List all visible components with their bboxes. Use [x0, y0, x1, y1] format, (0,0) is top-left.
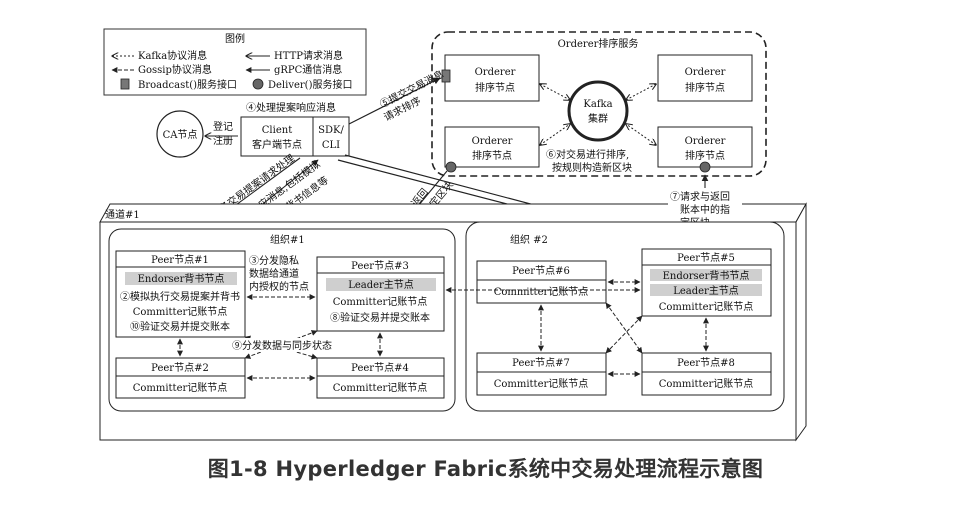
legend-deliver-label: Deliver()服务接口: [268, 78, 352, 91]
svg-text:Orderer: Orderer: [472, 136, 513, 147]
legend-grpc-label: gRPC通信消息: [274, 63, 342, 76]
step6-line1: ⑥对交易进行排序,: [546, 148, 629, 161]
client-node: Client 客户端节点 SDK/ CLI: [240, 116, 350, 157]
svg-text:CLI: CLI: [322, 140, 340, 151]
svg-text:Committer记账节点: Committer记账节点: [659, 378, 754, 390]
broadcast-interface-icon: [441, 69, 451, 83]
submit-transaction-arrow: [348, 77, 441, 125]
svg-text:排序节点: 排序节点: [685, 81, 725, 94]
endorser-role: Endorser背书节点: [663, 269, 750, 282]
svg-text:Orderer: Orderer: [685, 136, 726, 147]
peer-node-3: Peer节点#3 Leader主节点 Committer记账节点 ⑧验证交易并提…: [316, 256, 445, 332]
leader-role: Leader主节点: [673, 285, 739, 297]
peer-node-2: Peer节点#2 Committer记账节点: [115, 357, 246, 399]
svg-text:Peer节点#6: Peer节点#6: [512, 265, 570, 277]
kafka-link: [540, 84, 570, 100]
step4-label: ④处理提案响应消息: [246, 101, 336, 114]
peer-node-1: Peer节点#1 Endorser背书节点 ②模拟执行交易提案并背书 Commi…: [115, 250, 246, 338]
peer-node-7: Peer节点#7 Committer记账节点: [476, 352, 607, 396]
leader-role: Leader主节点: [348, 279, 414, 291]
svg-text:Client: Client: [262, 125, 292, 136]
svg-text:Committer记账节点: Committer记账节点: [133, 382, 228, 394]
legend-deliver-icon: [252, 78, 264, 90]
register-line1: 登记: [213, 120, 233, 133]
svg-text:Kafka: Kafka: [583, 99, 612, 110]
svg-text:Peer节点#5: Peer节点#5: [677, 252, 735, 264]
ca-node: CA节点: [156, 110, 204, 158]
orderer-node-bottom-right: Orderer 排序节点: [657, 126, 753, 173]
svg-text:Committer记账节点: Committer记账节点: [494, 378, 589, 390]
channel-label: 通道#1: [105, 208, 140, 221]
legend-http-label: HTTP请求消息: [274, 49, 343, 62]
orderer-node-top-right: Orderer 排序节点: [657, 54, 753, 102]
svg-text:Peer节点#3: Peer节点#3: [351, 260, 409, 272]
peer-node-4: Peer节点#4 Committer记账节点: [316, 357, 445, 399]
legend-gossip-label: Gossip协议消息: [138, 63, 212, 76]
deliver-interface-icon: [445, 161, 457, 173]
svg-text:Peer节点#1: Peer节点#1: [151, 254, 209, 266]
legend-broadcast-icon: [120, 78, 130, 90]
deliver-interface-icon: [699, 161, 711, 173]
step3-private-line3: 内授权的节点: [249, 280, 309, 293]
figure-caption: 图1-8 Hyperledger Fabric系统中交易处理流程示意图: [207, 457, 764, 481]
kafka-cluster: Kafka 集群: [567, 80, 629, 142]
step8-label: ⑧验证交易并提交账本: [330, 311, 430, 324]
step6-line2: 按规则构造新区块: [552, 161, 632, 174]
org1-label: 组织#1: [270, 233, 305, 246]
register-line2: 注册: [213, 134, 233, 147]
step3-private-line2: 数据给通道: [249, 267, 299, 280]
legend-title: 图例: [225, 32, 245, 45]
org-1: 组织#1 Peer节点#1 Endorser背书节点 ②模拟执行交易提案并背书 …: [108, 228, 456, 412]
peer-node-5: Peer节点#5 Endorser背书节点 Leader主节点 Committe…: [641, 248, 772, 317]
svg-text:Committer记账节点: Committer记账节点: [133, 306, 228, 318]
step9-label: ⑨分发数据与同步状态: [232, 339, 332, 352]
svg-text:Committer记账节点: Committer记账节点: [333, 296, 428, 308]
peer-node-8: Peer节点#8 Committer记账节点: [641, 352, 772, 396]
step7c-line1: ⑦请求与返回: [670, 190, 730, 203]
kafka-link: [626, 84, 656, 100]
orderer-node-bottom-left: Orderer 排序节点: [444, 126, 540, 173]
svg-text:Committer记账节点: Committer记账节点: [659, 301, 754, 313]
gossip-link: [605, 315, 643, 354]
svg-text:Committer记账节点: Committer记账节点: [333, 382, 428, 394]
step2-label: ②模拟执行交易提案并背书: [120, 290, 240, 303]
orderer-service-title: Orderer排序服务: [558, 37, 639, 50]
svg-text:客户端节点: 客户端节点: [252, 138, 302, 151]
svg-text:Orderer: Orderer: [685, 67, 726, 78]
svg-text:集群: 集群: [588, 112, 608, 125]
org-2: 组织 #2 Peer节点#5 Endorser背书节点 Leader主节点 Co…: [465, 221, 785, 412]
svg-text:排序节点: 排序节点: [472, 149, 512, 162]
sdk-cli-label: SDK/: [318, 125, 344, 136]
org2-label: 组织 #2: [510, 233, 548, 246]
svg-text:排序节点: 排序节点: [475, 81, 515, 94]
svg-text:排序节点: 排序节点: [685, 149, 725, 162]
svg-text:Peer节点#7: Peer节点#7: [512, 357, 570, 369]
svg-text:Peer节点#2: Peer节点#2: [151, 362, 209, 374]
svg-text:CA节点: CA节点: [163, 129, 198, 141]
peer-node-6: Peer节点#6 Committer记账节点: [476, 260, 607, 304]
step3-private-line1: ③分发隐私: [249, 254, 299, 267]
endorser-role: Endorser背书节点: [138, 272, 225, 285]
svg-text:Peer节点#8: Peer节点#8: [677, 357, 735, 369]
legend-broadcast-label: Broadcast()服务接口: [138, 78, 237, 91]
svg-text:Peer节点#4: Peer节点#4: [351, 362, 409, 374]
svg-text:Committer记账节点: Committer记账节点: [494, 286, 589, 298]
svg-text:Orderer: Orderer: [475, 67, 516, 78]
step7c-line2: 账本中的指: [680, 203, 730, 216]
orderer-service: Orderer排序服务 Orderer 排序节点 Orderer 排序节点 Or…: [431, 31, 767, 177]
legend: 图例 Kafka协议消息 HTTP请求消息 Gossip协议消息 gRPC通信消…: [103, 28, 367, 96]
step10-label: ⑩验证交易并提交账本: [130, 320, 230, 333]
legend-kafka-label: Kafka协议消息: [138, 49, 207, 62]
orderer-node-top-left: Orderer 排序节点: [441, 54, 540, 102]
